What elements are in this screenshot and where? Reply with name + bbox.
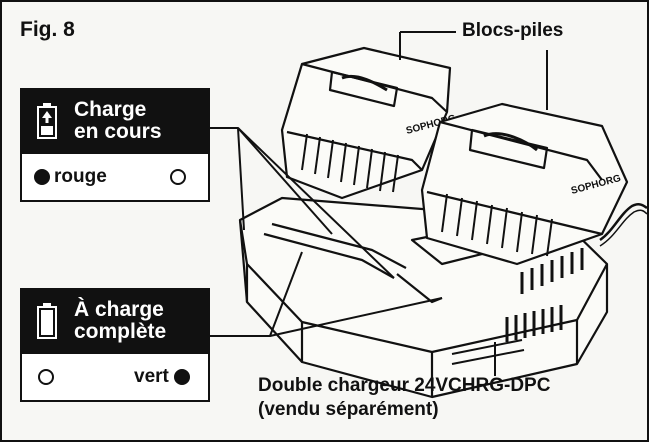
battery-charging-icon [37, 103, 57, 139]
battery-full-icon [37, 303, 57, 339]
power-cable [599, 203, 647, 242]
charger-label-line2: (vendu séparément) [258, 399, 439, 420]
charging-status-title: Charge en cours [74, 98, 162, 143]
complete-status-header: À charge complète [22, 290, 208, 354]
battery-packs-label: Blocs-piles [462, 20, 564, 41]
battery-pack-front: SOPHORG [420, 102, 629, 266]
green-led-indicator [174, 369, 190, 385]
red-led-indicator [38, 369, 54, 385]
complete-status-box: À charge complète vert [20, 288, 210, 402]
complete-led-row: vert [22, 354, 208, 400]
figure-label: Fig. 8 [20, 18, 75, 41]
red-led-indicator [34, 169, 50, 185]
charging-led-row: rouge [22, 154, 208, 200]
complete-status-title: À charge complète [74, 298, 167, 343]
green-led-label: vert [134, 366, 169, 387]
charging-status-box: Charge en cours rouge [20, 88, 210, 202]
green-led-indicator [170, 169, 186, 185]
leader-lines [210, 31, 548, 376]
charger-label-line1: Double chargeur 24VCHRG-DPC [258, 375, 551, 396]
red-led-label: rouge [54, 166, 107, 187]
charging-status-header: Charge en cours [22, 90, 208, 154]
